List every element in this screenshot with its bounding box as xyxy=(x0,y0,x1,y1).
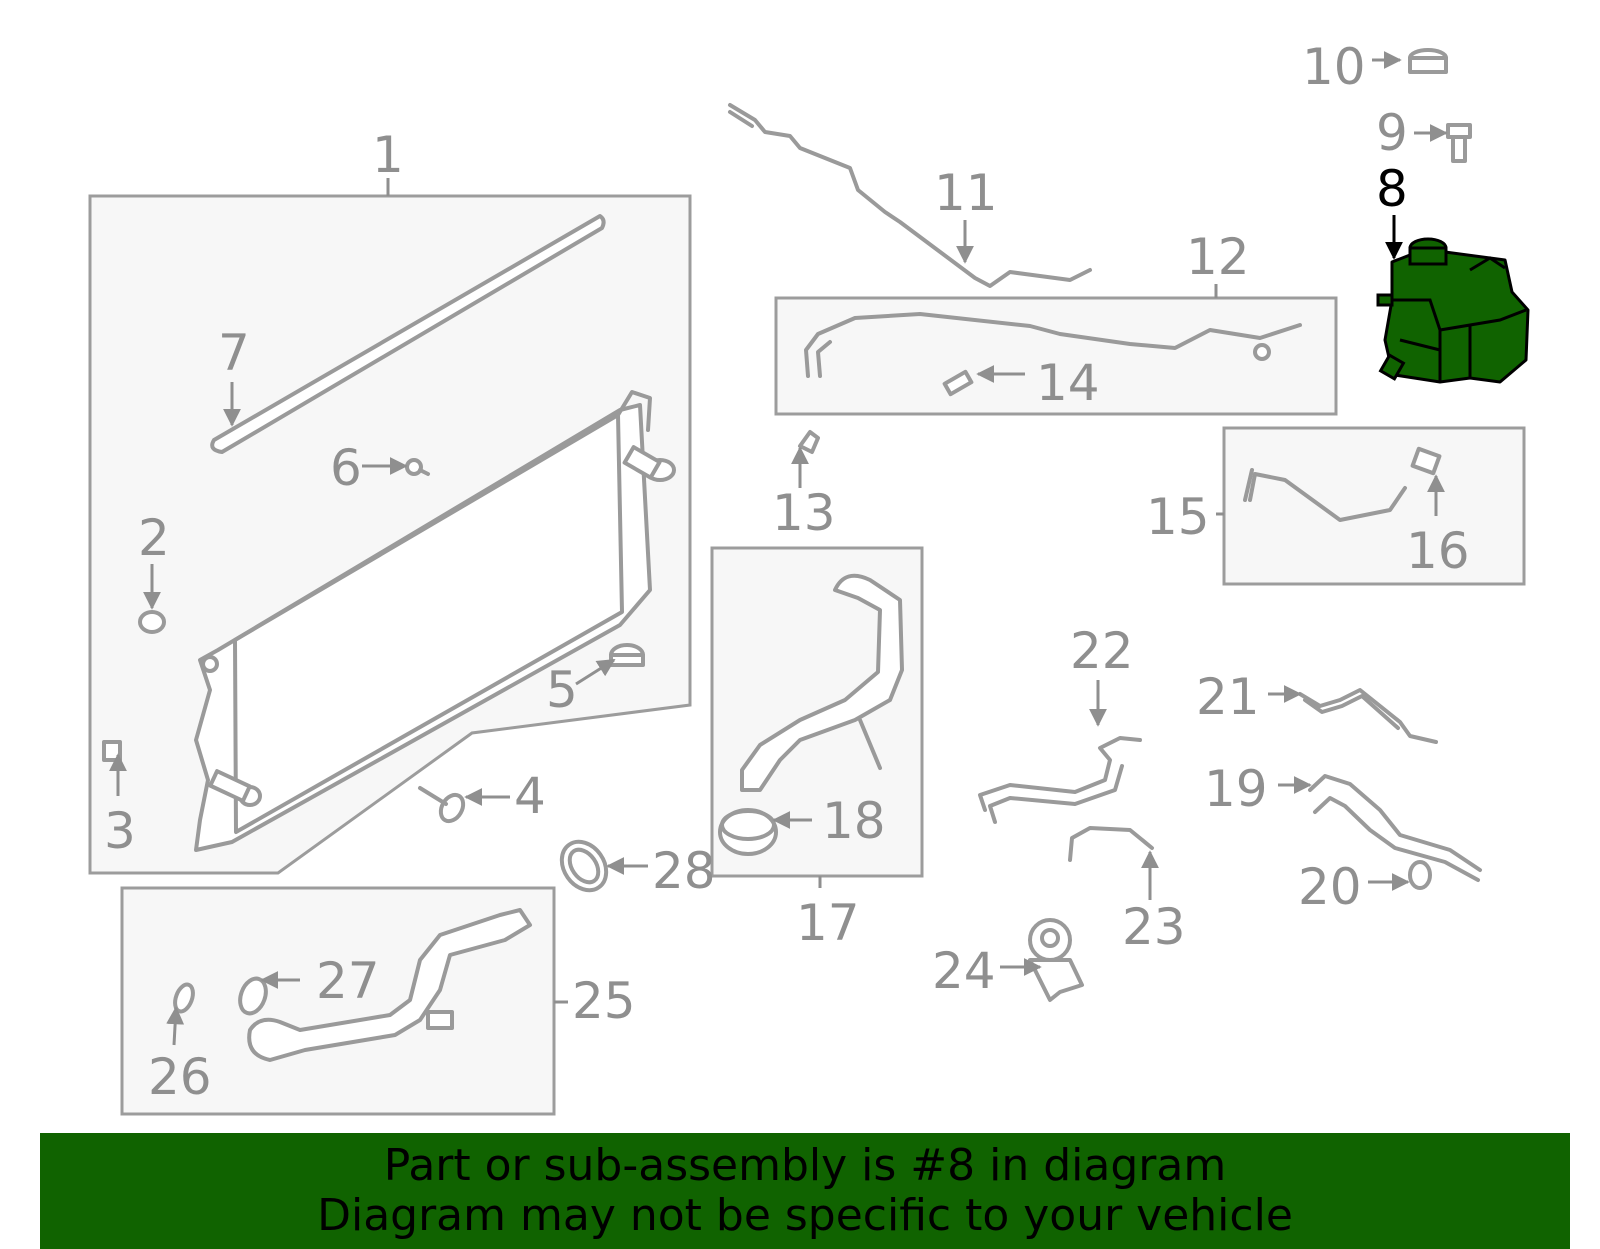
part-22-hose xyxy=(978,736,1142,812)
part-18-clamp xyxy=(718,808,778,856)
part-12-hose xyxy=(804,312,1302,378)
part-9-bolt xyxy=(1446,123,1472,163)
callout-15: 15 xyxy=(1146,488,1210,546)
callout-17: 17 xyxy=(796,894,860,952)
part-13-clip xyxy=(798,430,820,454)
callout-7: 7 xyxy=(218,324,250,382)
callout-11: 11 xyxy=(934,164,998,222)
callout-19: 19 xyxy=(1204,760,1268,818)
info-banner: Part or sub-assembly is #8 in diagram Di… xyxy=(40,1133,1570,1249)
banner-line-1: Part or sub-assembly is #8 in diagram xyxy=(383,1140,1227,1191)
callout-20: 20 xyxy=(1298,858,1362,916)
callout-9: 9 xyxy=(1376,104,1408,162)
part-7-seal-strip xyxy=(210,214,606,454)
callout-24: 24 xyxy=(932,942,996,1000)
part-21-hose xyxy=(1298,688,1438,744)
callout-27: 27 xyxy=(316,952,380,1010)
callout-25: 25 xyxy=(572,972,636,1030)
part-20-clamp xyxy=(1408,860,1432,890)
part-16-connector xyxy=(1410,446,1442,476)
part-5-cap xyxy=(609,643,645,667)
callout-14: 14 xyxy=(1036,354,1100,412)
callout-4: 4 xyxy=(514,767,546,825)
part-8-coolant-reservoir xyxy=(1376,237,1530,384)
callout-6: 6 xyxy=(330,439,362,497)
callout-18: 18 xyxy=(822,792,886,850)
part-23-hose xyxy=(1068,826,1154,862)
callout-13: 13 xyxy=(772,484,836,542)
callout-1: 1 xyxy=(372,126,404,184)
callout-22: 22 xyxy=(1070,622,1134,680)
part-4-mount xyxy=(418,786,466,824)
callout-26: 26 xyxy=(148,1048,212,1106)
callout-28: 28 xyxy=(652,842,716,900)
banner-line-2: Diagram may not be specific to your vehi… xyxy=(317,1190,1293,1241)
part-25-hose xyxy=(247,908,532,1062)
callout-16: 16 xyxy=(1406,522,1470,580)
callout-2: 2 xyxy=(138,509,170,567)
callout-8: 8 xyxy=(1376,160,1408,218)
part-1-radiator xyxy=(194,390,676,852)
part-10-cap xyxy=(1408,48,1448,74)
group-box-15 xyxy=(1222,426,1526,586)
part-11-hose xyxy=(728,103,1092,288)
callout-23: 23 xyxy=(1122,898,1186,956)
part-2-clip xyxy=(138,610,166,634)
callout-3: 3 xyxy=(104,802,136,860)
callout-21: 21 xyxy=(1196,668,1260,726)
callout-12: 12 xyxy=(1186,228,1250,286)
part-28-clamp xyxy=(559,839,609,893)
part-14-connector xyxy=(942,369,974,397)
part-24-valve xyxy=(1028,918,1084,1002)
part-19-hose xyxy=(1308,774,1482,872)
callout-5: 5 xyxy=(546,661,578,719)
callout-10: 10 xyxy=(1302,38,1366,96)
part-25-connector xyxy=(426,1010,454,1030)
part-15-hose xyxy=(1248,472,1407,522)
part-27-oring xyxy=(238,976,268,1016)
part-17-hose xyxy=(740,573,904,792)
